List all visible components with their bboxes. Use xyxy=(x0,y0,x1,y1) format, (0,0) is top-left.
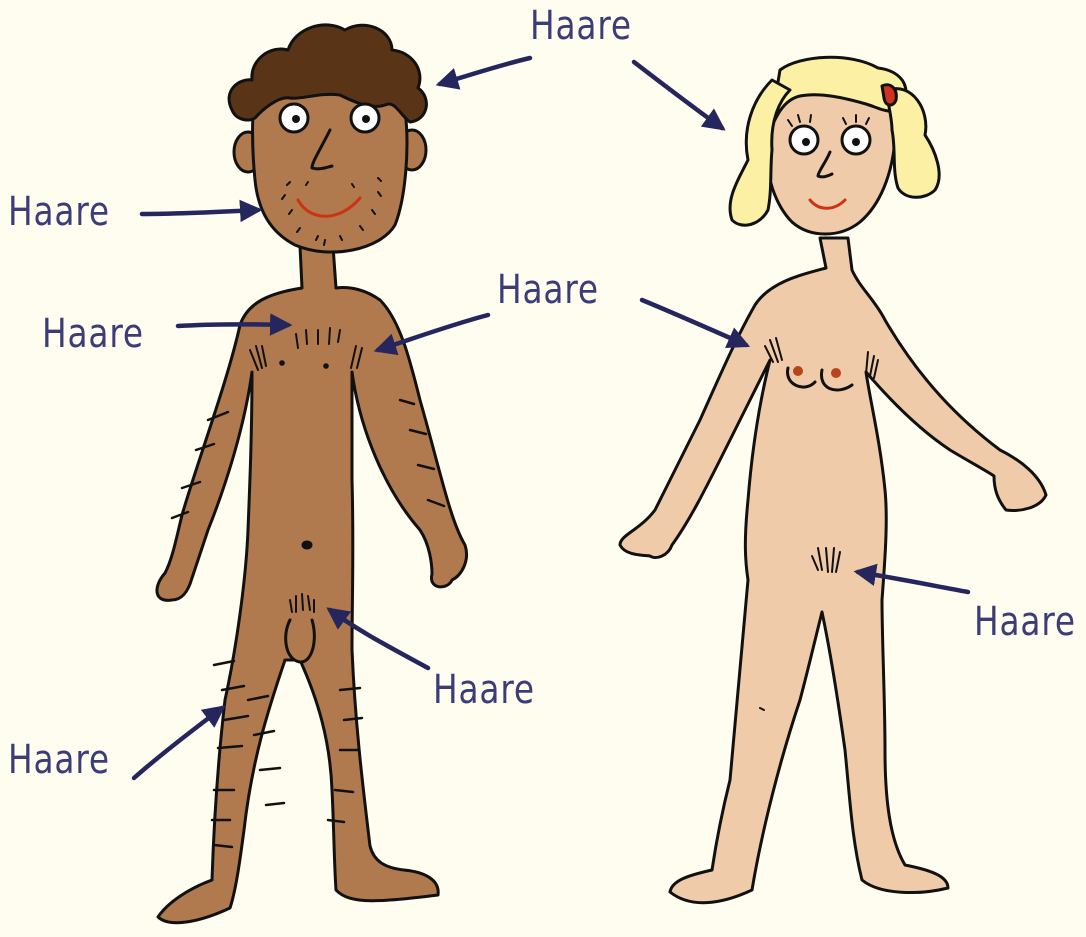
woman-nipple-right xyxy=(831,368,841,378)
man-right-pupil xyxy=(362,115,370,123)
woman-right-pupil xyxy=(852,138,860,146)
label-woman-pubic: Haare xyxy=(974,602,1076,642)
man-figure xyxy=(157,25,467,923)
man-body xyxy=(157,246,467,923)
arrow-to-man-beard xyxy=(142,210,258,214)
man-left-pupil xyxy=(292,115,300,123)
woman-nipple-left xyxy=(793,366,803,376)
woman-left-pupil xyxy=(802,138,810,146)
label-legs: Haare xyxy=(8,740,110,780)
label-armpit: Haare xyxy=(497,270,599,310)
woman-figure xyxy=(620,57,1046,902)
label-hair-top: Haare xyxy=(530,6,632,46)
arrow-to-man-chest xyxy=(178,324,288,326)
arrow-to-woman-hair xyxy=(634,62,722,128)
man-navel xyxy=(303,542,311,548)
hair-tie-icon xyxy=(882,85,896,105)
arrow-to-man-legs xyxy=(134,708,222,778)
label-man-pubic: Haare xyxy=(433,670,535,710)
label-beard: Haare xyxy=(8,192,110,232)
arrow-to-woman-armpit xyxy=(642,300,746,345)
label-chest: Haare xyxy=(42,314,144,354)
woman-ponytail xyxy=(888,89,940,198)
arrow-to-man-hair xyxy=(440,58,530,84)
man-genitals xyxy=(286,620,315,662)
